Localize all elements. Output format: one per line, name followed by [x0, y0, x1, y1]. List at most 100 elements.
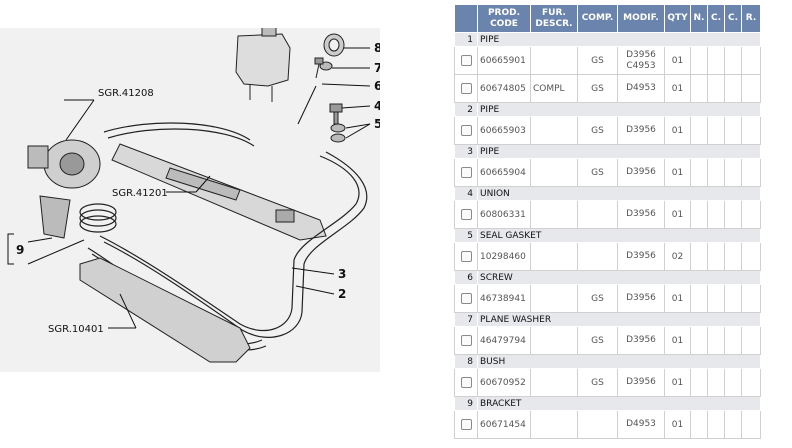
- c1-cell: [707, 368, 725, 397]
- product-code[interactable]: 46479794: [477, 326, 531, 355]
- product-code[interactable]: 60671454: [477, 410, 531, 439]
- product-code[interactable]: 60674805: [477, 74, 531, 103]
- modif-value: D3956: [617, 116, 665, 145]
- select-checkbox[interactable]: [460, 209, 472, 220]
- qty-value: 01: [664, 326, 691, 355]
- category-name: BRACKET: [477, 396, 761, 411]
- modif-value: D3956: [617, 368, 665, 397]
- category-number: 2: [454, 102, 478, 117]
- category-number: 5: [454, 228, 478, 243]
- select-checkbox[interactable]: [460, 55, 472, 66]
- bracket-part: [39, 195, 71, 239]
- select-checkbox[interactable]: [460, 83, 472, 94]
- product-code[interactable]: 60670952: [477, 368, 531, 397]
- product-code[interactable]: 60665901: [477, 46, 531, 75]
- select-checkbox[interactable]: [460, 377, 472, 388]
- group-ref-10401[interactable]: SGR.10401: [48, 324, 104, 335]
- fur-description: [530, 200, 578, 229]
- comp-value: GS: [577, 368, 618, 397]
- c2-cell: [724, 410, 742, 439]
- category-number: 7: [454, 312, 478, 327]
- n-cell: [690, 200, 708, 229]
- category-name: SEAL GASKET: [477, 228, 761, 243]
- c2-cell: [724, 158, 742, 187]
- select-checkbox[interactable]: [460, 167, 472, 178]
- select-checkbox[interactable]: [460, 293, 472, 304]
- n-cell: [690, 74, 708, 103]
- select-cell: [454, 284, 478, 313]
- n-cell: [690, 410, 708, 439]
- select-checkbox[interactable]: [460, 335, 472, 346]
- product-code[interactable]: 60665904: [477, 158, 531, 187]
- qty-value: 01: [664, 116, 691, 145]
- header-c1: C.: [707, 4, 725, 33]
- c1-cell: [707, 242, 725, 271]
- c2-cell: [724, 116, 742, 145]
- category-number: 8: [454, 354, 478, 369]
- category-number: 3: [454, 144, 478, 159]
- r-cell: [741, 116, 761, 145]
- fur-description: [530, 410, 578, 439]
- qty-value: 01: [664, 284, 691, 313]
- r-cell: [741, 74, 761, 103]
- comp-value: GS: [577, 158, 618, 187]
- c2-cell: [724, 200, 742, 229]
- callout-8: 8: [374, 41, 380, 55]
- select-checkbox[interactable]: [460, 251, 472, 262]
- group-ref-41201[interactable]: SGR.41201: [112, 188, 168, 199]
- product-code[interactable]: 60665903: [477, 116, 531, 145]
- product-code[interactable]: 46738941: [477, 284, 531, 313]
- comp-value: GS: [577, 326, 618, 355]
- select-checkbox[interactable]: [460, 419, 472, 430]
- union-part: [329, 103, 343, 125]
- n-cell: [690, 368, 708, 397]
- qty-value: 01: [664, 74, 691, 103]
- bush-part: [323, 33, 345, 57]
- parts-table: PROD. CODE FUR. DESCR. COMP. MODIF. QTY …: [454, 4, 761, 439]
- c1-cell: [707, 46, 725, 75]
- r-cell: [741, 326, 761, 355]
- pipe-coil: [79, 203, 117, 233]
- n-cell: [690, 326, 708, 355]
- modif-value: D3956: [617, 158, 665, 187]
- header-c2: C.: [724, 4, 742, 33]
- select-cell: [454, 368, 478, 397]
- header-modif: MODIF.: [617, 4, 665, 33]
- category-number: 9: [454, 396, 478, 411]
- exploded-parts-diagram: 8 7 6 4 5 3 2 9 SGR.41208 SGR.41201 SGR.…: [0, 28, 380, 372]
- group-ref-41208[interactable]: SGR.41208: [98, 88, 154, 99]
- fur-description: [530, 326, 578, 355]
- modif-value: D3956: [617, 284, 665, 313]
- n-cell: [690, 242, 708, 271]
- category-name: BUSH: [477, 354, 761, 369]
- comp-value: GS: [577, 116, 618, 145]
- fur-description: [530, 368, 578, 397]
- product-code[interactable]: 10298460: [477, 242, 531, 271]
- category-number: 1: [454, 32, 478, 47]
- callout-7: 7: [374, 61, 380, 75]
- product-code[interactable]: 60806331: [477, 200, 531, 229]
- comp-value: [577, 410, 618, 439]
- leader-lines: [7, 47, 371, 329]
- n-cell: [690, 158, 708, 187]
- fluid-reservoir: [235, 28, 291, 102]
- category-name: PLANE WASHER: [477, 312, 761, 327]
- header-fur-descr: FUR. DESCR.: [530, 4, 578, 33]
- callout-9: 9: [16, 243, 24, 257]
- seal-gasket-parts: [330, 123, 346, 143]
- select-checkbox[interactable]: [460, 125, 472, 136]
